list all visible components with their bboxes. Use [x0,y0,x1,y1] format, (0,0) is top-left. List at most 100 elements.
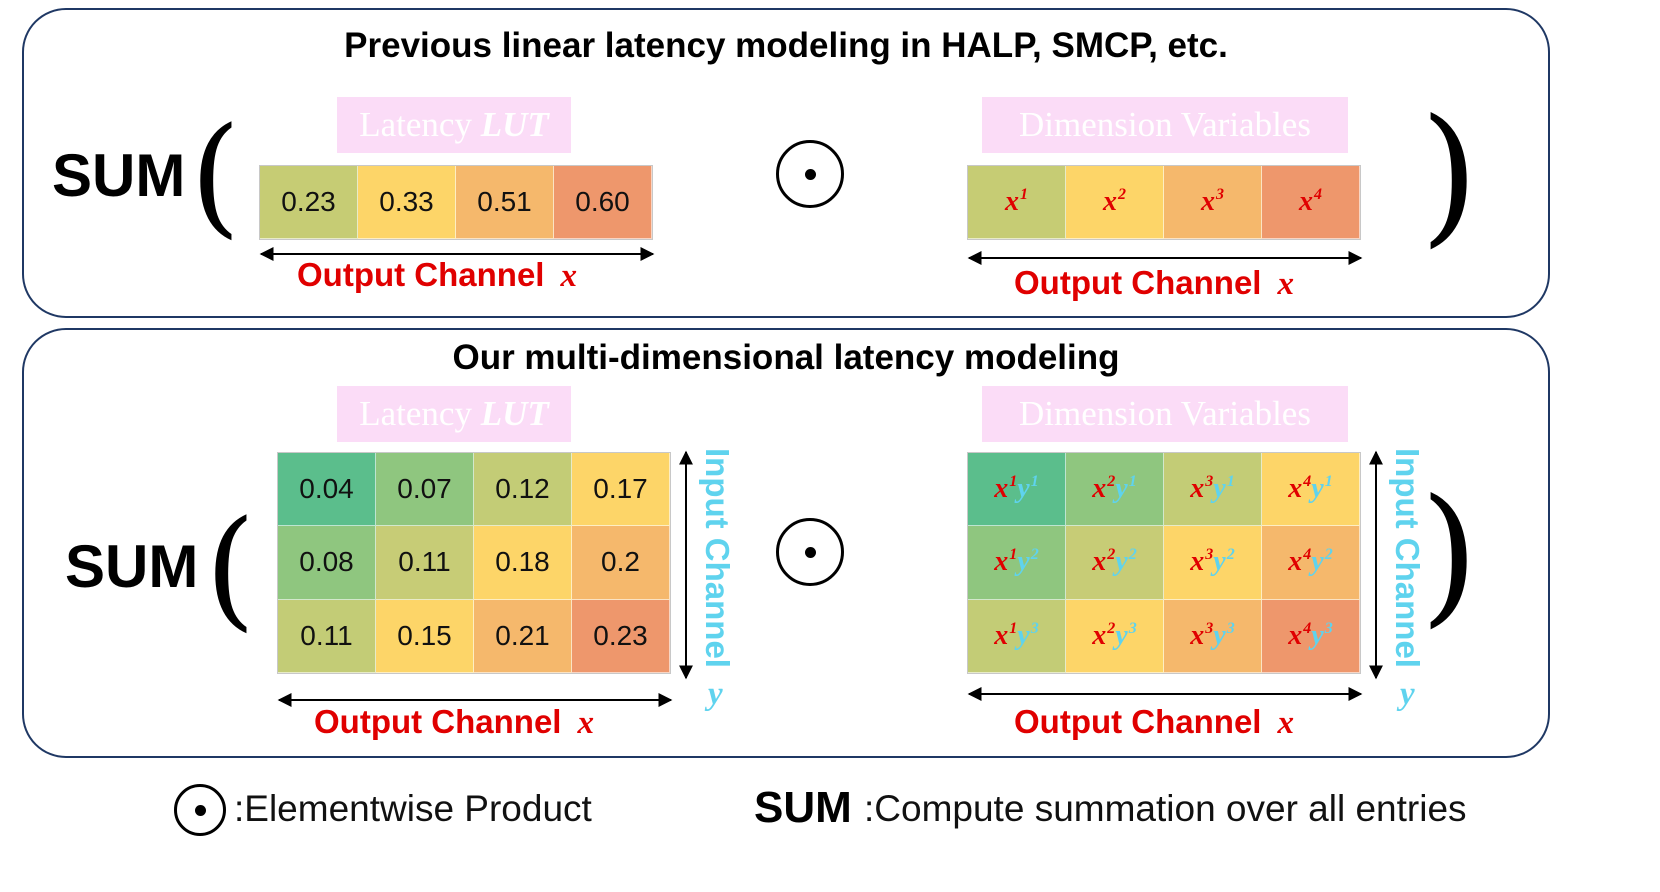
lut-cell: 0.21 [474,599,572,673]
var-y: y1 [1115,473,1137,505]
vaxis-var-lut: y [708,676,723,712]
lut-cell: 0.11 [278,599,376,673]
var-x: x4 [1288,619,1312,651]
var-y: y2 [1311,546,1333,578]
axis-var: x [577,705,594,741]
axis-text: Output Channel [1014,264,1262,301]
lut-header-em: LUT [480,394,549,433]
axis-text: Output Channel [297,256,545,293]
open-paren-bottom: ( [205,492,256,644]
legend-odot-icon [174,784,226,836]
var-x: x1 [994,546,1018,578]
var-x: x4 [1299,186,1322,217]
lut-cell: 0.12 [474,453,572,527]
lut-cell: 0.60 [554,166,652,239]
dim-var-cell: x4 [1262,166,1360,239]
lut-cell: 0.23 [572,599,670,673]
lut-header-top: Latency LUT [337,97,571,153]
var-x: x4 [1288,473,1312,505]
axis-var: x [1277,266,1294,302]
dim-var-cell: x1 [968,166,1066,239]
dim-var-cell: x3 [1164,166,1262,239]
var-x: x4 [1288,546,1312,578]
var-x: x2 [1092,473,1116,505]
elementwise-product-icon [776,140,844,208]
axis-label-bottom-dim: Output Channel x [1014,703,1294,742]
lut-header-text: Latency [359,394,481,433]
lut-cell: 0.2 [572,526,670,600]
lut-cell: 0.17 [572,453,670,527]
lut-cell: 0.11 [376,526,474,600]
var-x: x1 [994,473,1018,505]
open-paren-top: ( [190,99,241,251]
lut-cell: 0.15 [376,599,474,673]
legend-sum-word: SUM [754,783,852,832]
sum-operator-top: SUM [52,142,186,209]
axis-label-top-lut: Output Channel x [297,256,577,295]
panel-title-multidim: Our multi-dimensional latency modeling [452,338,1120,377]
lut-header-em: LUT [480,105,549,144]
lut-cell: 0.08 [278,526,376,600]
var-x: x2 [1103,186,1126,217]
var-y: y1 [1213,473,1235,505]
var-x: x3 [1201,186,1224,217]
var-y: y3 [1311,619,1333,651]
dim-header-bottom: Dimension Variables [982,386,1348,442]
elementwise-product-icon [776,518,844,586]
var-y: y2 [1115,546,1137,578]
dim-var-cell: x2 [1066,166,1164,239]
var-y: y2 [1017,546,1039,578]
axis-label-bottom-lut: Output Channel x [314,703,594,742]
var-y: y1 [1017,473,1039,505]
var-y: y1 [1311,473,1333,505]
lut-cell: 0.04 [278,453,376,527]
vaxis-var-dim: y [1400,676,1415,712]
var-y: y3 [1017,619,1039,651]
var-y: y2 [1213,546,1235,578]
lut-row-top: 0.23 0.33 0.51 0.60 [259,165,653,240]
axis-label-top-dim: Output Channel x [1014,264,1294,303]
lut-cell: 0.51 [456,166,554,239]
axis-var: x [560,258,577,294]
axis-text: Output Channel [1014,703,1262,740]
sum-operator-bottom: SUM [65,533,199,600]
legend-sum-text: :Compute summation over all entries [864,788,1467,829]
dim-header-top: Dimension Variables [982,97,1348,153]
var-x: x3 [1190,473,1214,505]
close-paren-top: ) [1420,88,1479,262]
var-x: x2 [1092,546,1116,578]
var-x: x2 [1092,619,1116,651]
legend-odot-text: :Elementwise Product [234,788,592,829]
lut-cell: 0.07 [376,453,474,527]
var-x: x1 [1005,186,1028,217]
dim-row-top: x1 x2 x3 x4 [967,165,1361,240]
axis-var: x [1277,705,1294,741]
var-x: x3 [1190,619,1214,651]
var-y: y3 [1213,619,1235,651]
lut-cell: 0.33 [358,166,456,239]
var-x: x1 [994,619,1018,651]
panel-title-linear: Previous linear latency modeling in HALP… [344,26,1228,65]
lut-header-text: Latency [359,105,481,144]
axis-text: Output Channel [314,703,562,740]
lut-cell: 0.18 [474,526,572,600]
var-y: y3 [1115,619,1137,651]
lut-header-bottom: Latency LUT [337,386,571,442]
close-paren-bottom: ) [1420,468,1479,642]
var-x: x3 [1190,546,1214,578]
